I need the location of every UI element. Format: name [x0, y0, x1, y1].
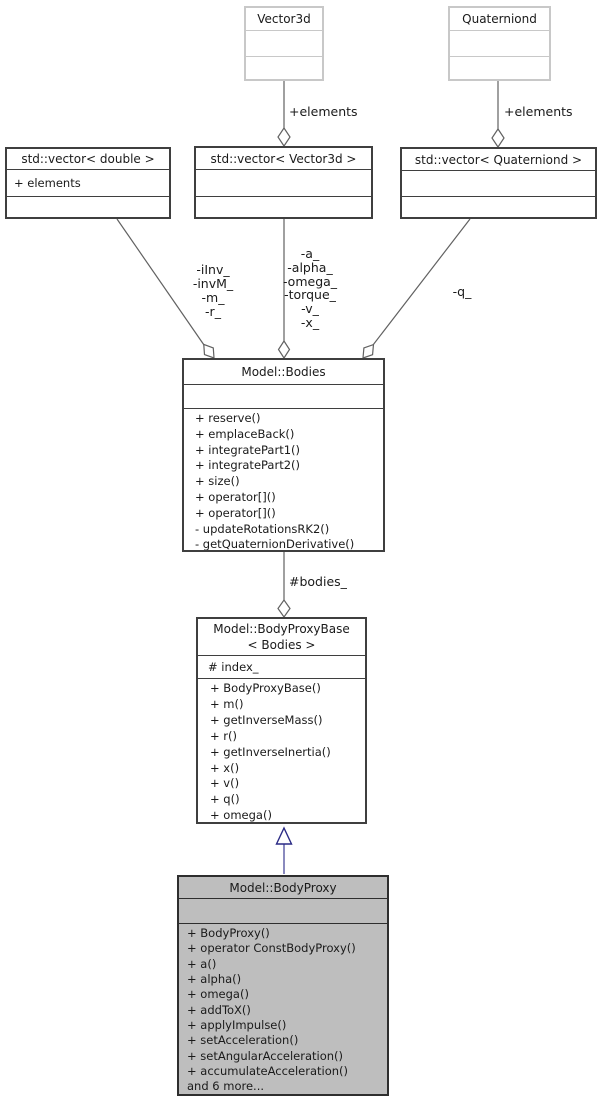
- class-title: std::vector< Vector3d >: [210, 151, 357, 166]
- attributes-compartment: [179, 898, 387, 923]
- class-node-model-bodies[interactable]: Model::Bodies + reserve() + emplaceBack(…: [182, 358, 385, 552]
- class-title: Quaterniond: [462, 12, 537, 26]
- aggregation-diamond-icon: [277, 126, 291, 148]
- methods-compartment: + BodyProxy() + operator ConstBodyProxy(…: [179, 923, 387, 1094]
- methods-compartment: [7, 196, 169, 217]
- attributes-compartment: [450, 30, 549, 56]
- aggregation-diamond-icon: [491, 127, 505, 149]
- methods-compartment: [402, 196, 595, 217]
- edge-label-vector3d-members: -a_ -alpha_ -omega_ -torque_ -v_ -x_: [282, 246, 338, 330]
- aggregation-diamond-icon: [277, 598, 291, 619]
- methods-compartment: [196, 196, 371, 217]
- class-title: Model::BodyProxyBase < Bodies >: [213, 622, 350, 652]
- aggregation-diamond-icon: [277, 339, 291, 360]
- class-title: Vector3d: [257, 12, 311, 26]
- class-node-bodyproxy: Model::BodyProxy + BodyProxy() + operato…: [177, 875, 389, 1096]
- attributes-compartment: # index_: [198, 655, 365, 678]
- methods-compartment: [450, 56, 549, 79]
- class-title: Model::Bodies: [241, 365, 326, 379]
- class-title: std::vector< double >: [21, 152, 155, 166]
- class-node-vector3d: Vector3d: [244, 6, 324, 81]
- class-node-quaterniond: Quaterniond: [448, 6, 551, 81]
- edge-label-bodies-member: #bodies_: [289, 574, 347, 589]
- attributes-compartment: [196, 169, 371, 196]
- class-title: std::vector< Quaterniond >: [414, 152, 583, 167]
- edge-label-elements-quaterniond: +elements: [504, 104, 573, 119]
- class-node-vector-vector3d[interactable]: std::vector< Vector3d >: [194, 146, 373, 219]
- methods-compartment: [246, 56, 322, 79]
- edge-vecquaterniond-to-bodies: [372, 218, 471, 346]
- attributes-compartment: + elements: [7, 169, 169, 196]
- attributes-compartment: [184, 384, 383, 408]
- edge-label-elements-vector3d: +elements: [289, 104, 358, 119]
- inheritance-edge: [275, 826, 293, 874]
- class-title: Model::BodyProxy: [229, 880, 337, 895]
- methods-compartment: + BodyProxyBase() + m() + getInverseMass…: [198, 678, 365, 822]
- attributes-compartment: [246, 30, 322, 56]
- edge-label-double-members: -iInv_ -invM_ -m_ -r_: [192, 262, 234, 319]
- attributes-compartment: [402, 170, 595, 196]
- class-node-bodyproxybase[interactable]: Model::BodyProxyBase < Bodies > # index_…: [196, 617, 367, 824]
- methods-compartment: + reserve() + emplaceBack() + integrateP…: [184, 408, 383, 550]
- inheritance-triangle-icon: [275, 826, 293, 845]
- class-node-vector-quaterniond[interactable]: std::vector< Quaterniond >: [400, 147, 597, 219]
- edge-label-quaterniond-member: -q_: [452, 284, 472, 299]
- class-node-vector-double[interactable]: std::vector< double > + elements: [5, 147, 171, 219]
